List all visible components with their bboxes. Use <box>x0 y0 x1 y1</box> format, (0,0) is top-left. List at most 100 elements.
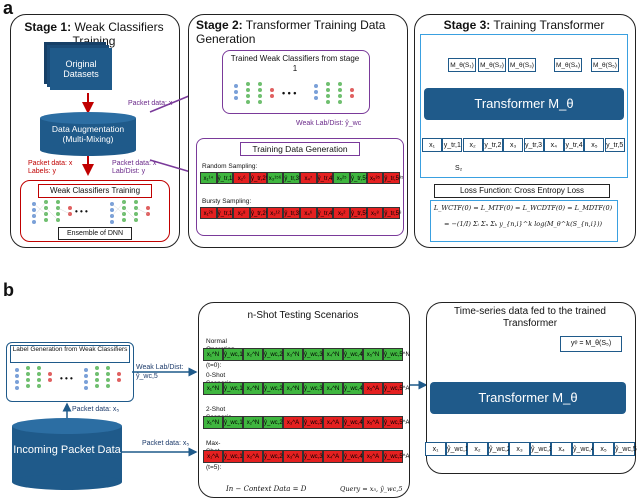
packet-x5-top: Packet data: x₅ <box>72 406 120 413</box>
scenario-cell: x₁^N <box>203 348 223 361</box>
scenario-cell: ŷ_wc,4^A <box>343 416 370 429</box>
stage1-packet-data-purple: Packet data: x <box>128 100 173 107</box>
bursty-sampling-label: Bursty Sampling: <box>202 198 252 205</box>
weak-lab-dist-b: Weak Lab/Dist: <box>136 364 184 371</box>
weak-lab-sym-b: ŷ_wc,5 <box>136 373 158 380</box>
sample-cell: ŷ_tr,1¹⁴ <box>216 172 237 184</box>
loss-equation-box <box>430 200 618 242</box>
scenario-cell: ŷ_wc,2^N <box>263 382 290 395</box>
trained-weak-label: Trained Weak Classifiers from stage 1 <box>230 54 360 73</box>
sample-cell: x₄⁷ <box>300 172 317 184</box>
stage3-inner-frame <box>420 34 628 178</box>
b-input-token: ŷ_wc,1 <box>446 442 469 456</box>
training-data-gen-label: Training Data Generation <box>240 142 360 156</box>
n-shot-box <box>198 302 410 498</box>
sample-cell: ŷ_tr,1²⁶ <box>216 207 237 219</box>
stage3-input-token: x₂ <box>462 138 483 152</box>
panel-b-letter: b <box>3 280 14 300</box>
incoming-label: Incoming Packet Data <box>13 444 121 456</box>
stage3-transformer: Transformer M_θ <box>424 88 624 120</box>
scenario-cell: x₅^A <box>363 416 383 429</box>
transformer-b: Transformer M_θ <box>430 382 626 414</box>
stage3-input-token: y_tr,5 <box>604 138 625 152</box>
data-augmentation-cylinder: Data Augmentation (Multi-Mixing) <box>40 112 136 156</box>
stage3-box <box>414 14 636 248</box>
stage3-input-token: x₅ <box>584 138 605 152</box>
b-input-token: x₃ <box>509 442 530 456</box>
scenario-cell: ŷ_wc,3^A <box>303 450 330 463</box>
scenario-cell: x₃^A <box>283 450 303 463</box>
label-gen-title: Label Generation from Weak Classifiers <box>10 345 130 363</box>
scenario-cell: x₄^N <box>323 382 343 395</box>
scenario-cell: ŷ_wc,1^A <box>223 450 250 463</box>
scenario-cell: x₁^N <box>203 416 223 429</box>
sample-cell: x₄⁶ <box>300 207 317 219</box>
scenario-cell: ŷ_wc,5^A <box>383 382 410 395</box>
sample-cell: x₂⁸ <box>233 207 250 219</box>
stage2-nn-icon <box>234 82 354 104</box>
scenario-cell: ŷ_wc,3^A <box>303 416 330 429</box>
sample-cell: x₅²⁵ <box>333 172 350 184</box>
panel-b-ellipsis: • • • <box>60 374 73 383</box>
b-input-token: x₂ <box>467 442 488 456</box>
trained-weak-box <box>222 50 370 114</box>
sample-cell: x₅⁸ <box>366 207 384 219</box>
scenario-cell: x₁^N <box>203 382 223 395</box>
stage3-title: Stage 3: Training Transformer <box>443 18 605 32</box>
n-shot-title: n-Shot Testing Scenarios <box>247 310 359 321</box>
sample-cell: x₁¹⁴ <box>200 172 217 184</box>
scenario-cell: x₁^A <box>203 450 223 463</box>
ensemble-dnn-label: Ensemble of DNN <box>58 227 132 240</box>
stage3-input-token: x₁ <box>422 138 442 152</box>
labels-y-label: Labels: y <box>28 168 57 175</box>
loss-function-title: Loss Function: Cross Entropy Loss <box>434 184 610 198</box>
scenario-cell: ŷ_wc,4^A <box>343 450 370 463</box>
scenario-cell: ŷ_wc,5^A <box>383 416 410 429</box>
stage3-input-token: x₃ <box>503 138 524 152</box>
data-augmentation-label: Data Augmentation (Multi-Mixing) <box>51 124 125 144</box>
random-sampling-label: Random Sampling: <box>202 163 258 170</box>
scenario-cell: ŷ_wc,1^N <box>223 348 250 361</box>
scenario-cell: ŷ_wc,4^N <box>343 382 370 395</box>
scenario-cell: x₄^N <box>323 348 343 361</box>
sample-cell: x₅³⁵ <box>366 172 384 184</box>
sample-cell: ŷ_tr,4⁷ <box>316 172 335 184</box>
sample-cell: ŷ_tr,5² <box>350 207 368 219</box>
stage1-packet-data-2: Packet data: x <box>112 160 157 167</box>
b-input-token: ŷ_wc,5 <box>614 442 637 456</box>
time-series-title: Time-series data fed to the trained Tran… <box>454 306 606 329</box>
output-token-b: yᵠ = M_θ(S₅) <box>560 336 622 352</box>
packet-data-x-label: Packet data: x <box>28 160 73 167</box>
scenario-cell: ŷ_wc,2^A <box>263 450 290 463</box>
scenario-cell: x₂^N <box>243 416 263 429</box>
b-input-token: x₁ <box>425 442 446 456</box>
loss-eq-line1: L_WCTF(0) = L_MTF(0) = L_WCDTF(0) = L_MD… <box>433 204 613 212</box>
stage1-lab-dist: Lab/Dist: y <box>112 168 146 175</box>
scenario-cell: ŷ_wc,2^N <box>263 348 290 361</box>
sample-cell: ŷ_tr,4⁶ <box>316 207 335 219</box>
b-input-token: ŷ_wc,3 <box>530 442 553 456</box>
stage3-output-token: M_θ(S₅) <box>591 58 619 72</box>
scenario-cell: ŷ_wc,4^N <box>343 348 370 361</box>
sample-cell: x₃¹⁵⁶ <box>266 172 284 184</box>
b-input-token: x₅ <box>593 442 614 456</box>
stage1-ellipsis: • • • <box>75 207 88 216</box>
sample-cell: ŷ_tr,2⁸ <box>250 207 268 219</box>
scenario-cell: ŷ_wc,3^N <box>303 348 330 361</box>
scenario-cell: ŷ_wc,1^N <box>223 416 250 429</box>
stage3-input-token: y_tr,1 <box>442 138 463 152</box>
sample-cell: ŷ_tr,2⁶ <box>250 172 268 184</box>
sample-cell: ŷ_tr,5²⁵ <box>350 172 370 184</box>
scenario-cell: ŷ_wc,5^A <box>383 450 410 463</box>
scenario-cell: x₄^A <box>323 416 343 429</box>
weak-lab-dist-note: Weak Lab/Dist: ŷ_wc <box>296 120 362 127</box>
sample-cell: ŷ_tr,3¹⁵⁶ <box>283 172 306 184</box>
scenario-cell: ŷ_wc,3^N <box>303 382 330 395</box>
stage3-input-token: x₄ <box>543 138 564 152</box>
original-datasets-stack: Original Datasets <box>44 42 114 92</box>
scenario-cell: ŷ_wc,5^N <box>383 348 410 361</box>
stage2-title: Stage 2: Transformer Training Data Gener… <box>196 18 386 46</box>
stage1-nn-ensemble-icon <box>32 200 150 224</box>
loss-eq-line2: = −(1/I) Σᵢ Σₙ Σₖ y_{n,i}^k log(M_θ^k(S_… <box>443 220 603 228</box>
stage3-output-token: M_θ(S₁) <box>448 58 476 72</box>
